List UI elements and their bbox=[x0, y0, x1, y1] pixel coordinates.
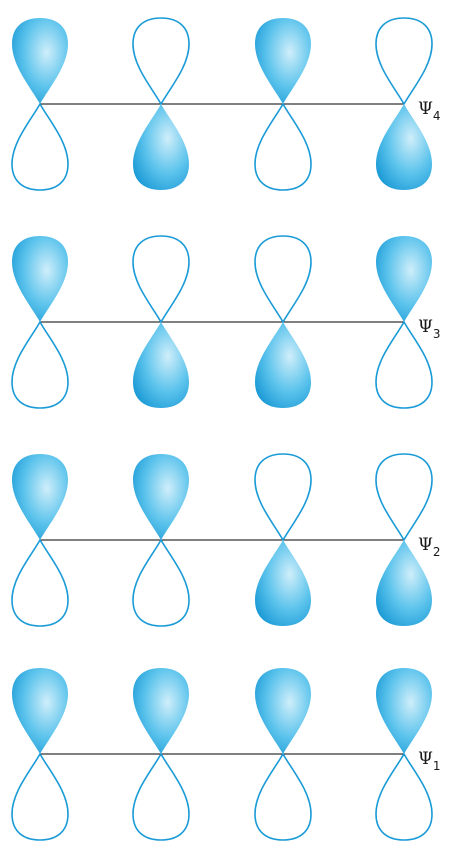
lower-lobe-outline bbox=[133, 754, 189, 840]
upper-lobe-outline bbox=[376, 454, 432, 540]
upper-lobe-shaded bbox=[376, 236, 432, 322]
orbital-subscript: 1 bbox=[433, 759, 441, 773]
lower-lobe-outline bbox=[12, 754, 68, 840]
orbital-subscript: 3 bbox=[433, 327, 441, 341]
orbital-subscript: 2 bbox=[433, 545, 441, 559]
lower-lobe-outline bbox=[133, 540, 189, 626]
orbital-symbol: Ψ bbox=[418, 99, 433, 119]
orbital-level-psi2: Ψ2 bbox=[12, 454, 441, 626]
upper-lobe-shaded bbox=[12, 18, 68, 104]
lower-lobe-outline bbox=[12, 104, 68, 190]
orbital-symbol: Ψ bbox=[418, 749, 433, 769]
upper-lobe-shaded bbox=[376, 668, 432, 754]
upper-lobe-shaded bbox=[133, 454, 189, 540]
upper-lobe-shaded bbox=[255, 18, 311, 104]
upper-lobe-outline bbox=[133, 236, 189, 322]
upper-lobe-shaded bbox=[255, 668, 311, 754]
orbital-label: Ψ4 bbox=[418, 99, 441, 123]
upper-lobe-shaded bbox=[12, 236, 68, 322]
upper-lobe-outline bbox=[255, 454, 311, 540]
orbital-symbol: Ψ bbox=[418, 317, 433, 337]
lower-lobe-outline bbox=[255, 754, 311, 840]
lower-lobe-shaded bbox=[133, 322, 189, 408]
lower-lobe-outline bbox=[12, 322, 68, 408]
orbital-label: Ψ3 bbox=[418, 317, 441, 341]
orbital-label: Ψ2 bbox=[418, 535, 441, 559]
lower-lobe-outline bbox=[255, 104, 311, 190]
orbital-symbol: Ψ bbox=[418, 535, 433, 555]
upper-lobe-outline bbox=[255, 236, 311, 322]
orbital-label: Ψ1 bbox=[418, 749, 441, 773]
lower-lobe-shaded bbox=[133, 104, 189, 190]
orbital-levels: Ψ4 Ψ3 Ψ2 Ψ1 bbox=[12, 18, 441, 840]
lower-lobe-outline bbox=[12, 540, 68, 626]
upper-lobe-shaded bbox=[12, 668, 68, 754]
lower-lobe-shaded bbox=[255, 322, 311, 408]
orbital-level-psi3: Ψ3 bbox=[12, 236, 441, 408]
orbital-level-psi4: Ψ4 bbox=[12, 18, 441, 190]
upper-lobe-shaded bbox=[133, 668, 189, 754]
upper-lobe-shaded bbox=[12, 454, 68, 540]
upper-lobe-outline bbox=[376, 18, 432, 104]
lower-lobe-shaded bbox=[255, 540, 311, 626]
upper-lobe-outline bbox=[133, 18, 189, 104]
orbital-subscript: 4 bbox=[433, 109, 441, 123]
orbital-level-psi1: Ψ1 bbox=[12, 668, 441, 840]
